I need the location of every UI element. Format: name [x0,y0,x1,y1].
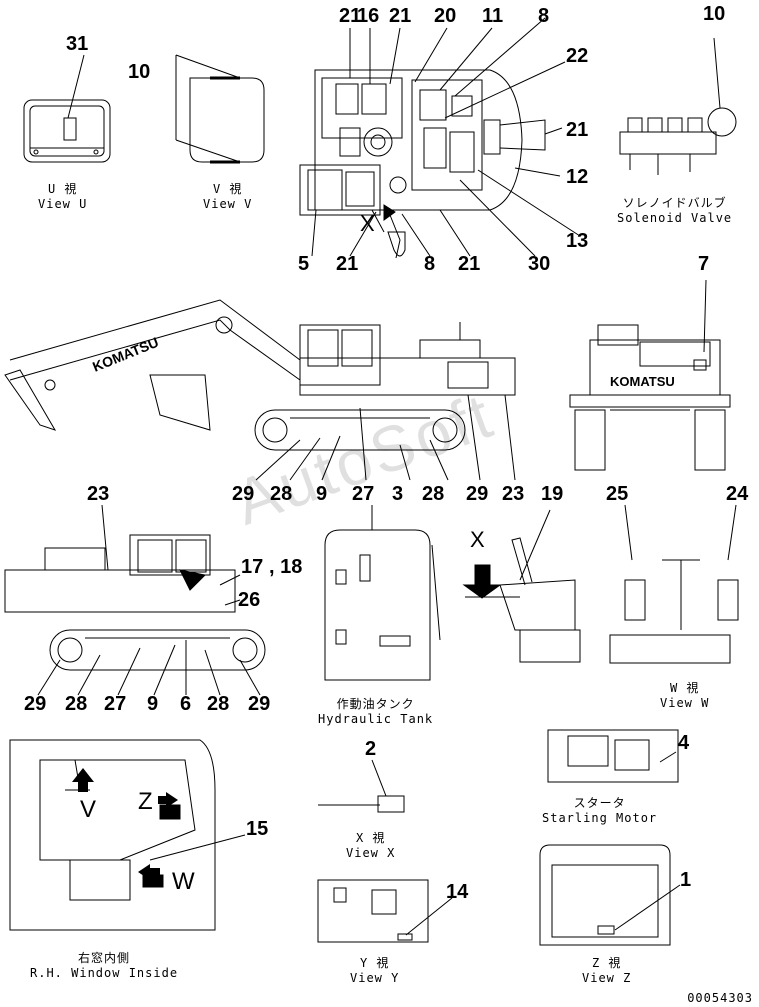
callout-top-8: 8 [538,5,550,27]
callout-top-12: 12 [566,166,589,188]
callout-bot-21b: 21 [458,253,481,275]
rear-view-drawing [569,279,731,471]
callout-top-11: 11 [482,5,504,27]
callout-w-25: 25 [606,483,629,505]
callout-top-21c: 21 [566,119,589,141]
callout-rear-7: 7 [698,253,710,275]
view-u-drawing [23,54,111,163]
callout-z-1: 1 [680,869,692,891]
callout-side-27a: 27 [352,483,375,505]
top-view-drawing [299,17,581,259]
marker-z: Z [138,788,153,815]
solenoid-valve-drawing [619,37,737,175]
side-view-drawing [4,299,516,481]
view-y-drawing [317,879,453,943]
callout-top-22: 22 [566,45,589,67]
starter-drawing [547,729,679,783]
marker-w: W [172,868,195,895]
callout-side-28a: 28 [270,483,293,505]
document-number: 00054303 [687,991,753,1005]
callout-window-15: 15 [246,818,269,840]
callout-left-26: 26 [238,589,261,611]
callout-bot-21a: 21 [336,253,359,275]
callout-side-28b: 28 [422,483,445,505]
rear-brand-logo: KOMATSU [610,374,675,389]
callout-bot-8: 8 [424,253,436,275]
callout-starter-4: 4 [678,732,690,754]
callout-top-21a: 21 [339,5,362,27]
callout-low-27: 27 [104,693,127,715]
callout-left-17: 17 [241,556,264,578]
view-v-drawing [175,54,265,164]
callout-side-9a: 9 [316,483,328,505]
view-w-drawing [609,504,739,664]
callout-low-28b: 28 [207,693,230,715]
callout-side-3: 3 [392,483,404,505]
callout-sol-10: 10 [703,3,726,25]
marker-x-console: X [470,527,485,552]
arrow-v-icon [72,768,94,792]
callout-top-21b: 21 [389,5,412,27]
arrow-w-icon [138,864,160,880]
callout-low-29b: 29 [248,693,271,715]
callout-v-10: 10 [128,61,151,83]
hydraulic-tank-drawing [324,505,441,681]
callout-side-29b: 29 [466,483,489,505]
callout-y-14: 14 [446,881,469,903]
callout-bot-5: 5 [298,253,310,275]
callout-left-18: , 18 [269,556,303,578]
callout-top-16: 16 [357,5,380,27]
callout-low-6: 6 [180,693,192,715]
callout-left-23: 23 [87,483,110,505]
marker-x-top: X [360,211,375,236]
callout-top-20: 20 [434,5,457,27]
callout-top-13: 13 [566,230,589,252]
callout-low-28a: 28 [65,693,88,715]
callout-x-2: 2 [365,738,377,760]
view-z-drawing [539,844,681,946]
arrow-z-icon [158,792,178,808]
view-x-drawing [318,759,405,813]
callout-u-31: 31 [66,33,89,55]
console-drawing [462,509,581,663]
callout-side-23a: 23 [502,483,525,505]
callout-bot-30: 30 [528,253,551,275]
callout-w-24: 24 [726,483,749,505]
callout-low-9: 9 [147,693,159,715]
left-view-drawing [4,504,266,696]
marker-v: V [80,796,97,823]
callout-side-29a: 29 [232,483,255,505]
callout-low-29a: 29 [24,693,47,715]
callout-cab-19: 19 [541,483,564,505]
